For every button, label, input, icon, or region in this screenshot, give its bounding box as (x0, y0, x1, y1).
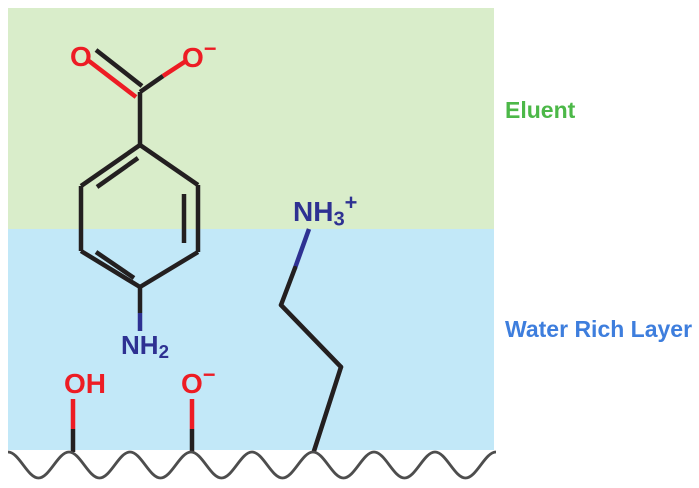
chain-bond-2 (278, 302, 344, 370)
ammonium-charge: + (344, 190, 358, 216)
silanolate-text: O (181, 368, 203, 399)
ammonium-label: NH3+ (293, 192, 357, 230)
carbonyl-double-bond-outer (94, 48, 144, 88)
silanolate-charge: − (202, 362, 216, 388)
silanol-text: OH (64, 368, 106, 399)
carbonyl-oxygen-label: O (70, 43, 92, 71)
chain-bond-3 (311, 364, 344, 454)
ammonium-text: NH (293, 196, 334, 227)
eluent-label: Eluent (505, 97, 576, 123)
silanol-label: OH (64, 370, 106, 398)
water-rich-layer-label: Water Rich Layer (505, 316, 693, 342)
water-rich-layer-background (8, 229, 494, 450)
ring-bond-bottom-right (138, 250, 200, 289)
ammonium-subscript: 3 (333, 208, 345, 231)
carbonyl-oxygen-text: O (70, 41, 92, 72)
carboxylate-bond-red-half (161, 59, 188, 78)
amine-text: NH (121, 330, 159, 360)
ring-bond-top-left (79, 143, 142, 188)
carboxylate-oxygen-label: O− (182, 38, 217, 73)
surface-wave-line (7, 450, 497, 480)
chain-bond-1 (278, 265, 298, 308)
carboxylate-charge: − (203, 36, 217, 62)
eluent-layer-background (8, 8, 494, 229)
ring-bond-bottom-left (79, 249, 142, 289)
ring-double-bond-bottom-left (94, 250, 136, 280)
carboxylate-oxygen-text: O (182, 42, 204, 73)
ring-bond-top-right (138, 143, 200, 187)
silanolate-label: O− (181, 364, 216, 399)
amine-subscript: 2 (158, 341, 169, 363)
amine-label: NH2 (121, 330, 169, 361)
ring-double-bond-top-left (95, 156, 140, 189)
carboxylate-bond-black-half (138, 74, 165, 94)
carbonyl-double-bond-inner (87, 59, 138, 99)
ammonium-bond-navy-half (292, 228, 312, 269)
